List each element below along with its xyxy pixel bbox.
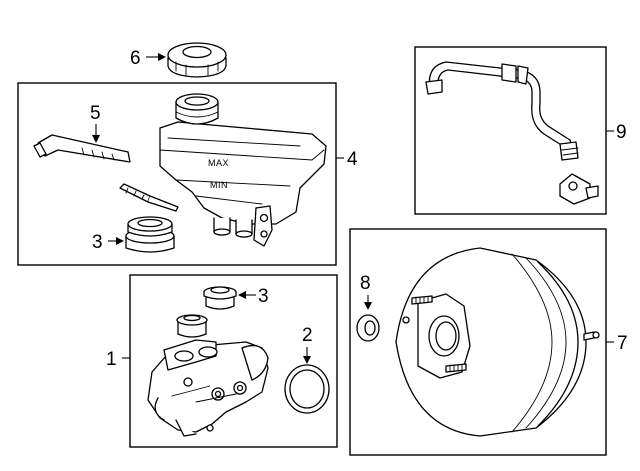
leader-2-arrow: [303, 356, 311, 364]
reservoir-assembly-box: [17, 82, 337, 266]
part-6-reservoir-cap: [167, 42, 227, 78]
part-9-vacuum-hose: [425, 61, 599, 205]
leader-6-arrow: [158, 53, 166, 61]
leader-3-upper-arrow: [116, 237, 124, 245]
callout-7: 7: [617, 333, 628, 354]
callout-8: 8: [360, 273, 371, 294]
callout-4: 4: [347, 149, 358, 170]
reservoir-max-mark: MAX: [208, 158, 229, 168]
part-7-brake-booster: [395, 247, 600, 437]
part-2-seal-ring: [284, 364, 330, 414]
reservoir-retaining-pin: [119, 183, 179, 212]
leader-5-arrow: [92, 135, 100, 143]
master-cylinder-box: [129, 274, 338, 448]
part-1-master-cylinder: [147, 339, 269, 437]
part-4-reservoir: MAX MIN: [159, 93, 327, 247]
callout-3-lower: 3: [258, 286, 269, 307]
part-3-grommet-upper: [125, 216, 175, 253]
part-8-booster-seal: [356, 314, 380, 342]
callout-9: 9: [616, 122, 627, 143]
callout-6: 6: [130, 48, 141, 69]
cylinder-inlet-grommet: [176, 314, 208, 338]
callout-2: 2: [302, 325, 313, 346]
part-3-grommet-lower: [203, 286, 237, 310]
reservoir-min-mark: MIN: [210, 180, 228, 190]
leader-8-arrow: [364, 302, 372, 310]
callout-1: 1: [106, 349, 117, 370]
part-5-level-sensor: [33, 134, 131, 163]
callout-3-upper: 3: [92, 232, 103, 253]
callout-5: 5: [90, 103, 101, 124]
leader-3-lower-arrow: [238, 291, 246, 299]
